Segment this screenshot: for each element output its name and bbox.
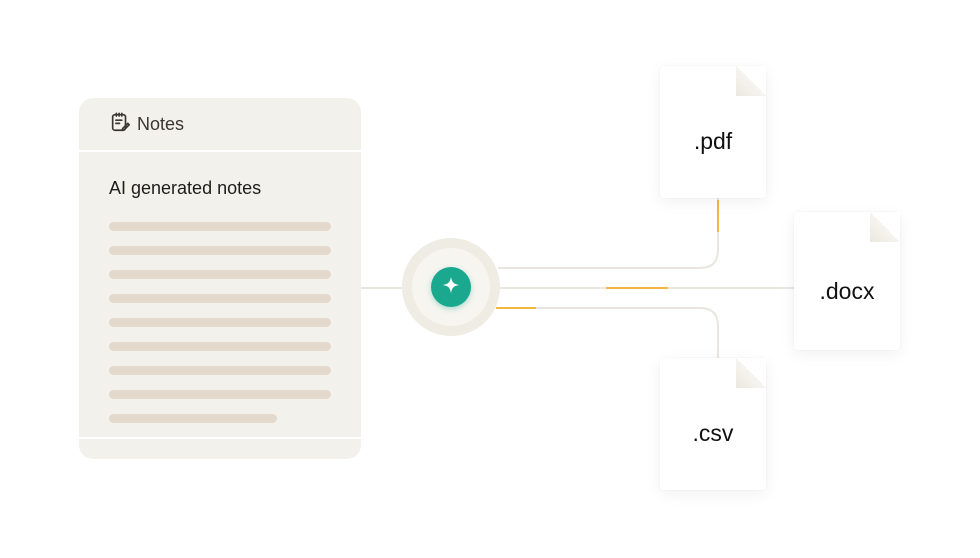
placeholder-line [109, 318, 331, 327]
file-label-docx: .docx [819, 278, 875, 304]
sparkle-icon [441, 275, 461, 300]
placeholder-line [109, 222, 331, 231]
notes-header: Notes [79, 98, 361, 152]
notes-title: Notes [137, 113, 185, 134]
file-label-pdf: .pdf [693, 128, 733, 154]
notes-footer [79, 437, 361, 459]
file-csv: .csv [660, 358, 766, 490]
file-pdf: .pdf [660, 66, 766, 198]
notepad-icon [109, 111, 137, 138]
notes-heading: AI generated notes [109, 178, 262, 198]
page-fold-icon [870, 212, 900, 242]
file-docx: .docx [794, 212, 900, 350]
placeholder-line [109, 414, 277, 423]
placeholder-line [109, 270, 331, 279]
notes-card: Notes AI generated notes [79, 98, 361, 459]
hub-core [431, 267, 471, 307]
page-fold-icon [736, 66, 766, 96]
ai-hub [402, 238, 500, 336]
page-fold-icon [736, 358, 766, 388]
file-label-csv: .csv [692, 420, 734, 446]
placeholder-line [109, 366, 331, 375]
placeholder-line [109, 342, 331, 351]
placeholder-line [109, 246, 331, 255]
hub-ring [412, 248, 490, 326]
placeholder-lines [109, 222, 331, 438]
placeholder-line [109, 294, 331, 303]
placeholder-line [109, 390, 331, 399]
